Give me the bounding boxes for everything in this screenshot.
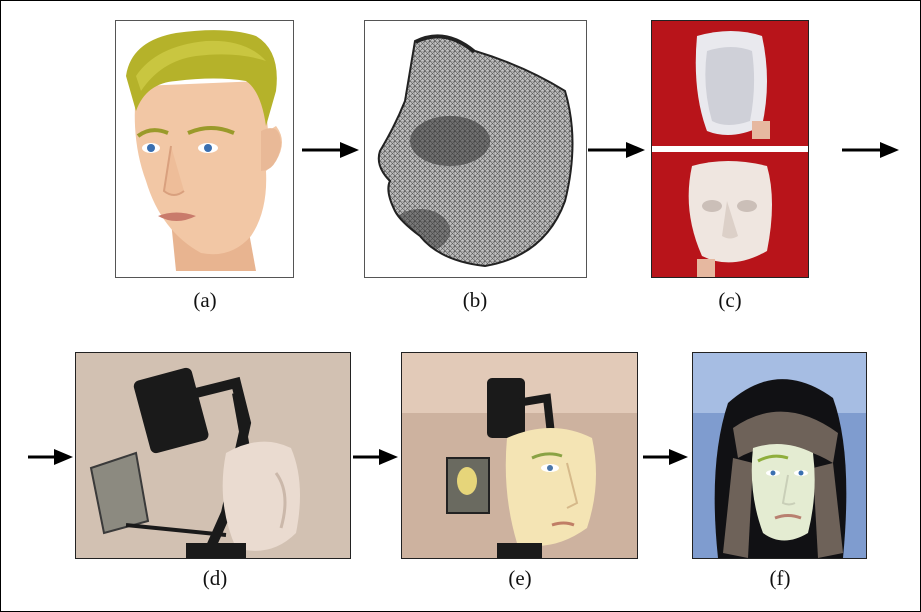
- panel-e-projected-face: [401, 352, 638, 559]
- caption-c: (c): [718, 288, 742, 312]
- arrow-b-to-c: [588, 142, 645, 158]
- arrow-e-to-f: [643, 449, 688, 465]
- caption-b: (b): [462, 288, 488, 312]
- panel-b-wireframe-mesh: [364, 20, 587, 278]
- arrow-into-d: [28, 449, 73, 465]
- panel-f-fur-hat: [692, 352, 867, 559]
- panel-d-projector-rig: [75, 352, 351, 559]
- caption-d: (d): [202, 566, 228, 590]
- panel-a-head-model: [115, 20, 294, 278]
- arrow-d-to-e: [353, 449, 398, 465]
- arrow-c-continue: [842, 142, 899, 158]
- caption-a: (a): [193, 288, 217, 312]
- caption-f: (f): [769, 566, 791, 590]
- panel-c-mask-photos: [651, 20, 809, 278]
- caption-e: (e): [508, 566, 532, 590]
- arrow-a-to-b: [302, 142, 359, 158]
